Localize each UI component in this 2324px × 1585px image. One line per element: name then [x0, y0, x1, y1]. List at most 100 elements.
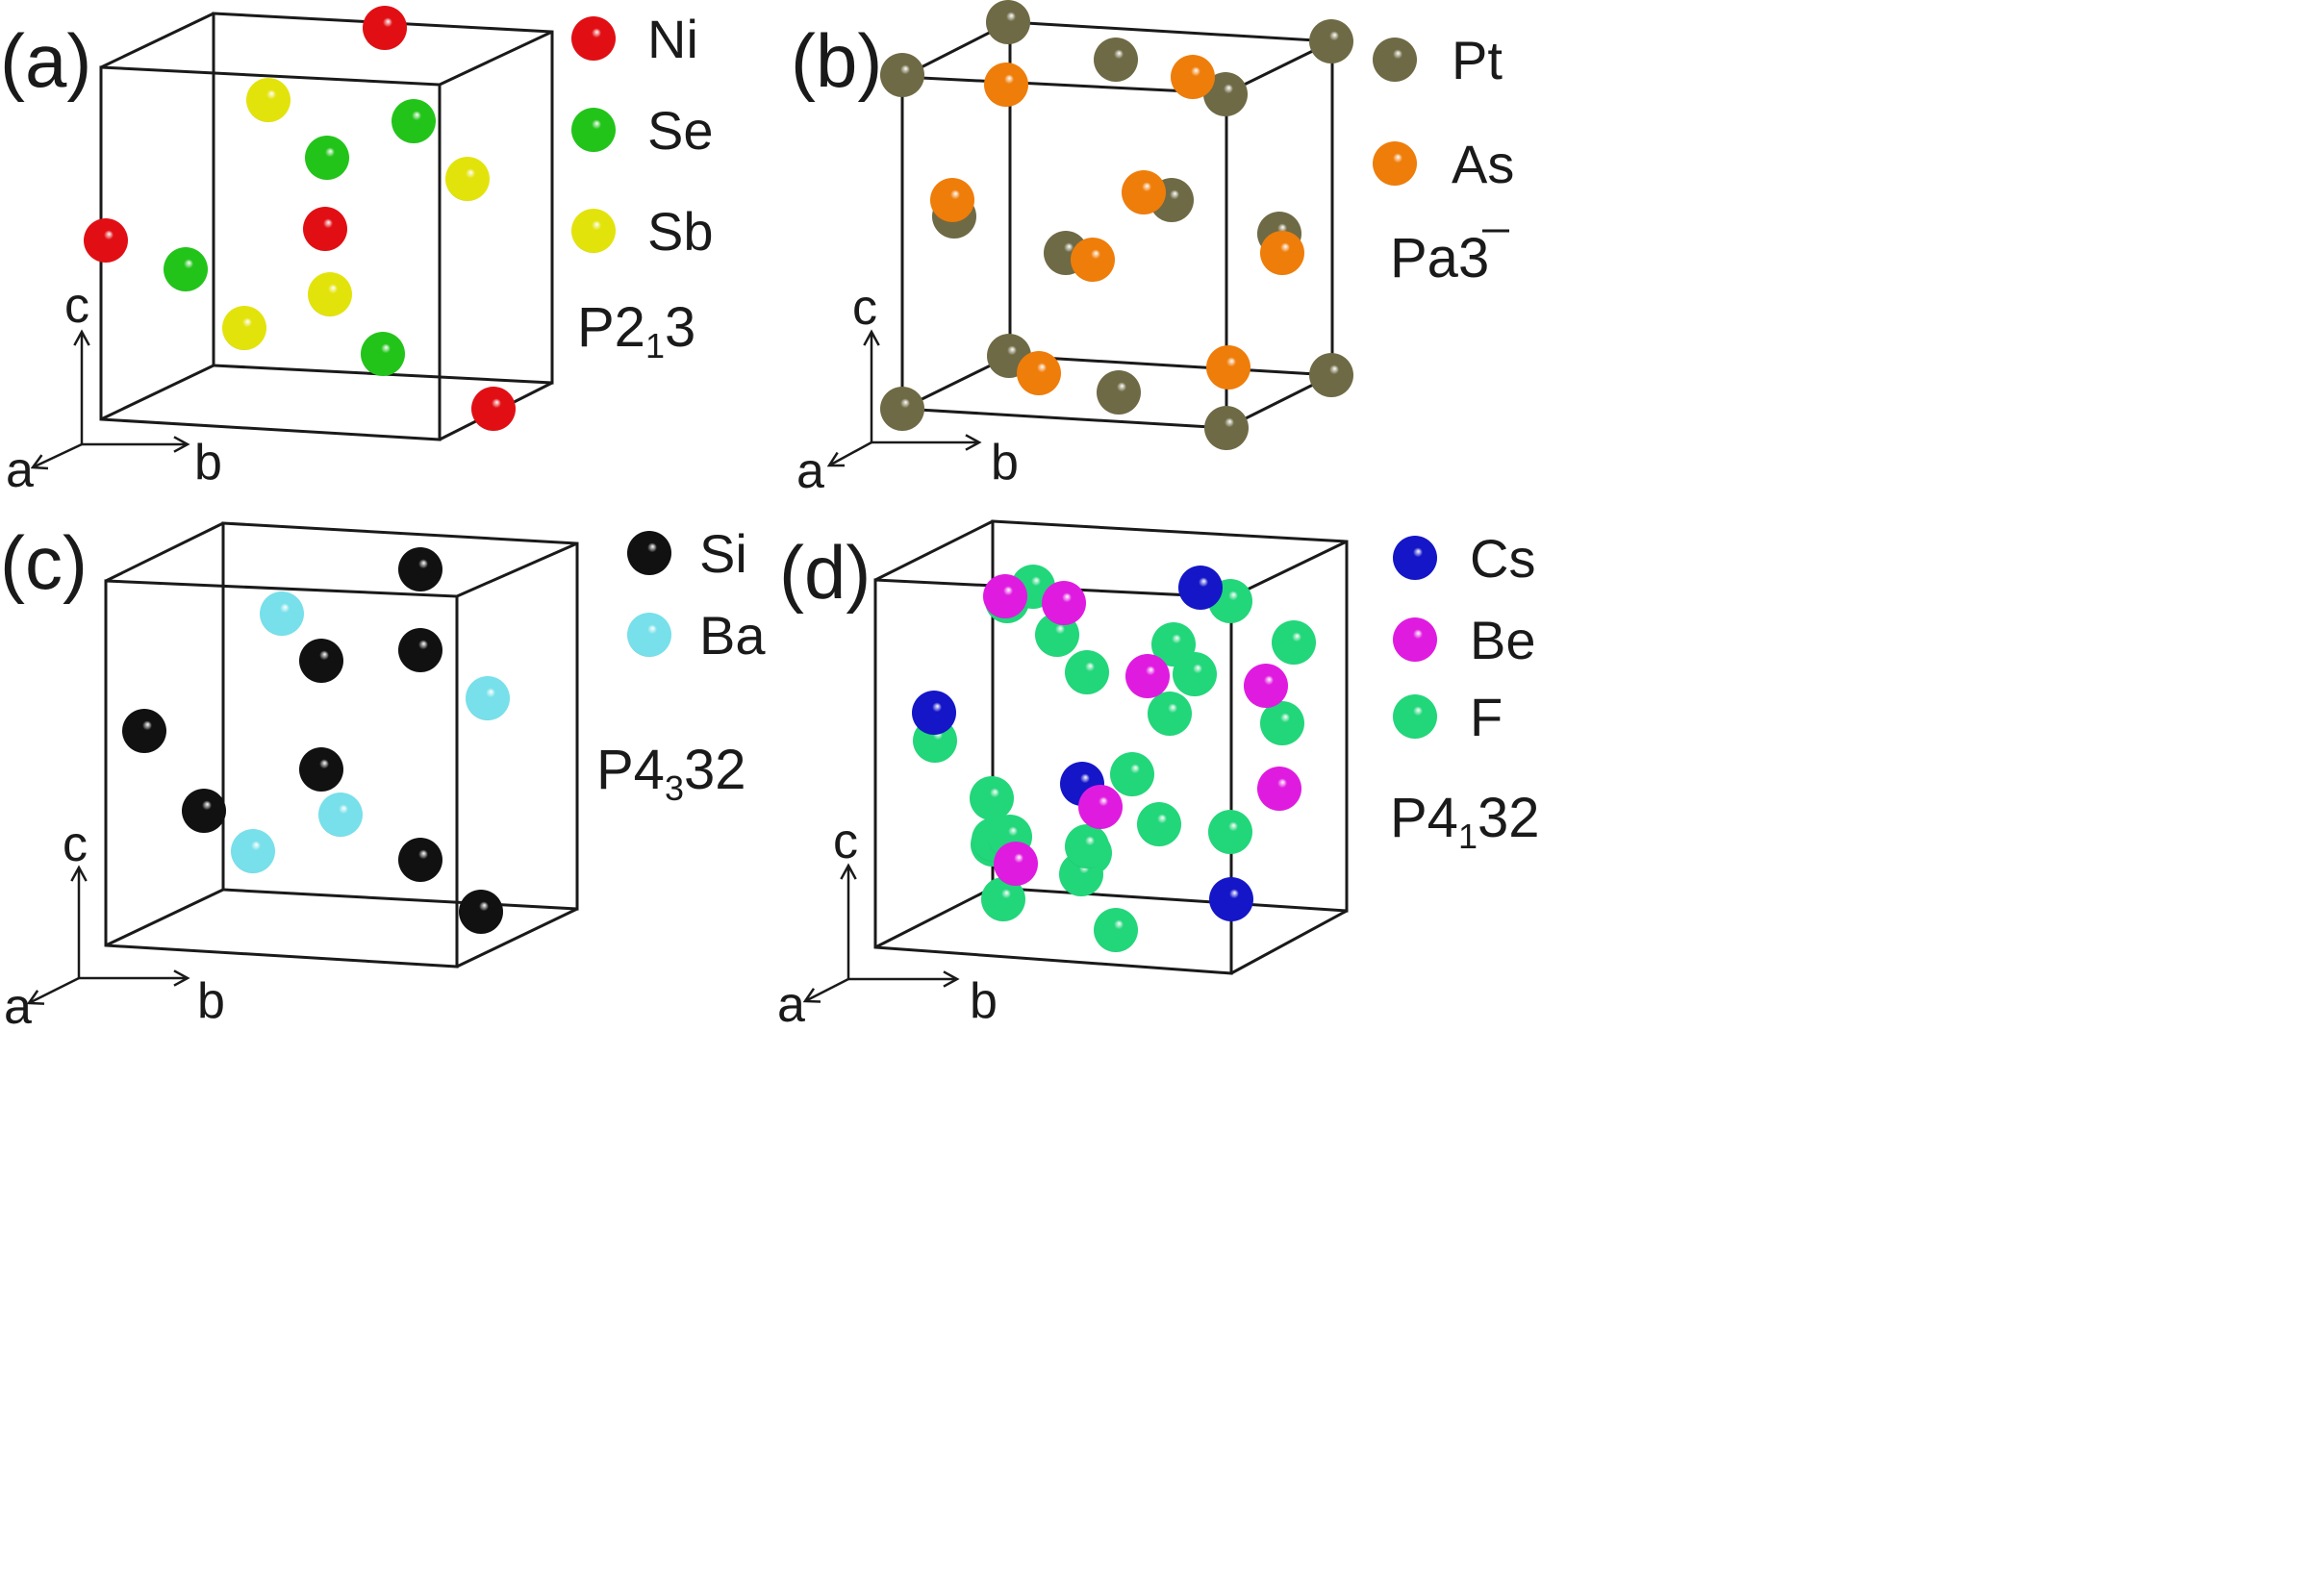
- atom-se: [164, 247, 208, 291]
- axis-a-label: a: [796, 443, 824, 499]
- atom-f: [970, 776, 1014, 820]
- axis-triad: cba: [6, 278, 222, 498]
- atom-sb: [308, 272, 352, 316]
- legend-swatch-cs: [1393, 536, 1437, 580]
- axis-a-label: a: [6, 442, 34, 498]
- atom-f: [1173, 652, 1217, 696]
- atom-cs: [912, 691, 956, 735]
- atom-pt: [1094, 38, 1138, 82]
- axis-triad: cba: [777, 814, 998, 1033]
- atom-f: [1065, 650, 1109, 694]
- legend-label-si: Si: [699, 523, 747, 584]
- atom-as: [1260, 231, 1304, 275]
- atom-se: [392, 99, 436, 143]
- legend-swatch-sb: [571, 209, 616, 253]
- atom-be: [983, 574, 1027, 618]
- atom-si: [398, 628, 442, 672]
- atom-f: [1148, 692, 1192, 736]
- atom-pt: [1309, 353, 1353, 397]
- panel-label: (a): [0, 18, 91, 103]
- legend-label-sb: Sb: [647, 201, 714, 262]
- space-group-label: Pa3: [1390, 227, 1489, 289]
- atoms: [122, 547, 510, 934]
- axis-a-arrow: [826, 440, 872, 467]
- atom-be: [1125, 654, 1170, 698]
- atom-sb: [445, 157, 490, 201]
- axis-b-label: b: [991, 435, 1019, 491]
- atoms: [84, 6, 516, 431]
- legend-label-as: As: [1452, 134, 1514, 194]
- panel-label: (c): [0, 520, 88, 605]
- atom-as: [1122, 170, 1166, 214]
- atom-si: [299, 639, 343, 683]
- atoms: [880, 0, 1353, 450]
- axis-a-label: a: [777, 977, 805, 1033]
- atom-sb: [246, 78, 290, 122]
- axis-a-arrow: [802, 977, 849, 1003]
- legend-swatch-f: [1393, 694, 1437, 739]
- axis-b-label: b: [194, 435, 222, 491]
- atom-cs: [1178, 566, 1223, 610]
- atoms: [912, 565, 1316, 952]
- atom-sb: [222, 306, 266, 350]
- axis-triad: cba: [4, 817, 225, 1035]
- atom-si: [299, 747, 343, 792]
- axis-b-label: b: [970, 973, 998, 1029]
- panel-label: (d): [779, 530, 871, 615]
- atom-ba: [466, 676, 510, 720]
- axis-b-arrow: [82, 436, 190, 453]
- unit-cell-box: [873, 519, 1349, 975]
- atom-f: [1065, 824, 1109, 868]
- legend-label-se: Se: [647, 100, 714, 161]
- axis-c-label: c: [63, 817, 88, 872]
- atom-f: [1260, 701, 1304, 745]
- axis-c-arrow: [863, 329, 880, 442]
- legend-swatch-si: [627, 531, 671, 575]
- atom-ba: [260, 591, 304, 636]
- atom-f: [1208, 810, 1252, 854]
- axis-a-arrow: [26, 976, 80, 1005]
- legend-swatch-be: [1393, 617, 1437, 662]
- axis-b-arrow: [848, 970, 960, 988]
- atom-as: [984, 63, 1028, 107]
- atom-f: [1272, 620, 1316, 665]
- atom-pt: [1309, 19, 1353, 63]
- axis-b-arrow: [872, 434, 982, 451]
- legend-label-be: Be: [1470, 610, 1536, 670]
- atom-as: [1206, 345, 1250, 390]
- axis-b-arrow: [79, 969, 190, 987]
- atom-be: [1244, 664, 1288, 708]
- atom-ni: [303, 207, 347, 251]
- space-group-label: P213: [577, 296, 695, 365]
- atom-f: [981, 877, 1025, 921]
- atom-f: [1094, 908, 1138, 952]
- atom-se: [305, 136, 349, 180]
- legend-swatch-ni: [571, 16, 616, 61]
- panel-label: (b): [791, 18, 882, 103]
- atom-as: [930, 178, 974, 222]
- axis-triad: cba: [796, 280, 1019, 499]
- atom-cs: [1209, 877, 1253, 921]
- atom-si: [182, 789, 226, 833]
- axis-c-arrow: [70, 865, 88, 978]
- atom-as: [1017, 351, 1061, 395]
- axis-c-arrow: [73, 329, 90, 444]
- atom-si: [398, 838, 442, 882]
- atom-pt: [880, 387, 924, 431]
- atom-be: [994, 842, 1038, 886]
- legend-swatch-ba: [627, 613, 671, 657]
- atom-pt: [1204, 406, 1249, 450]
- legend-label-pt: Pt: [1452, 30, 1503, 90]
- legend-swatch-pt: [1373, 38, 1417, 82]
- atom-as: [1071, 238, 1115, 282]
- legend-label-cs: Cs: [1470, 528, 1535, 589]
- atom-be: [1078, 785, 1123, 829]
- atom-pt: [986, 0, 1030, 44]
